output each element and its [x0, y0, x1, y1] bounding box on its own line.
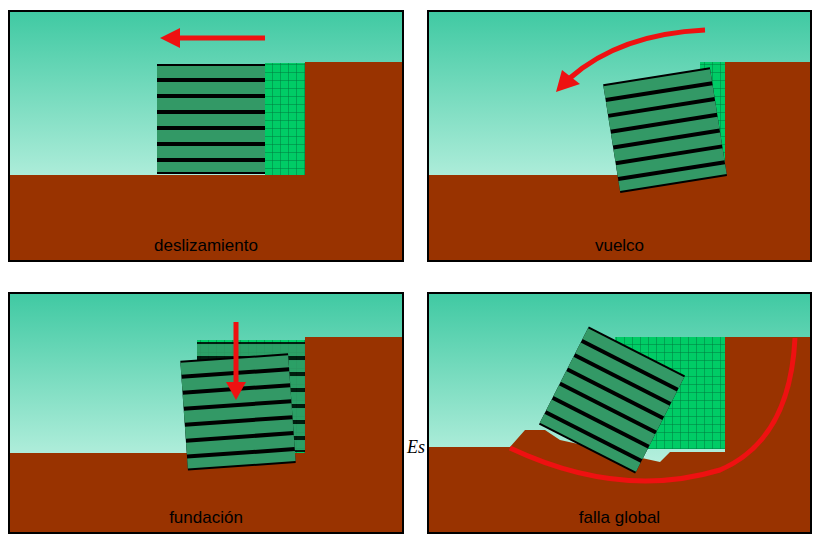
sliding-panel-art — [8, 10, 404, 262]
panel-caption: deslizamiento — [10, 236, 402, 256]
foundation-panel-art — [8, 292, 404, 533]
global-failure-panel-art — [427, 292, 812, 533]
panel-caption: vuelco — [429, 236, 810, 256]
failure-panel: deslizamiento — [8, 10, 404, 262]
failure-panel: vuelco — [427, 10, 812, 262]
overturning-panel-art — [427, 10, 812, 262]
panel-caption: falla global — [429, 508, 810, 528]
failure-panel: falla global — [427, 292, 812, 534]
failure-panel: fundación — [8, 292, 404, 534]
panel-caption: fundación — [10, 508, 402, 528]
stray-label: Es — [407, 437, 425, 458]
